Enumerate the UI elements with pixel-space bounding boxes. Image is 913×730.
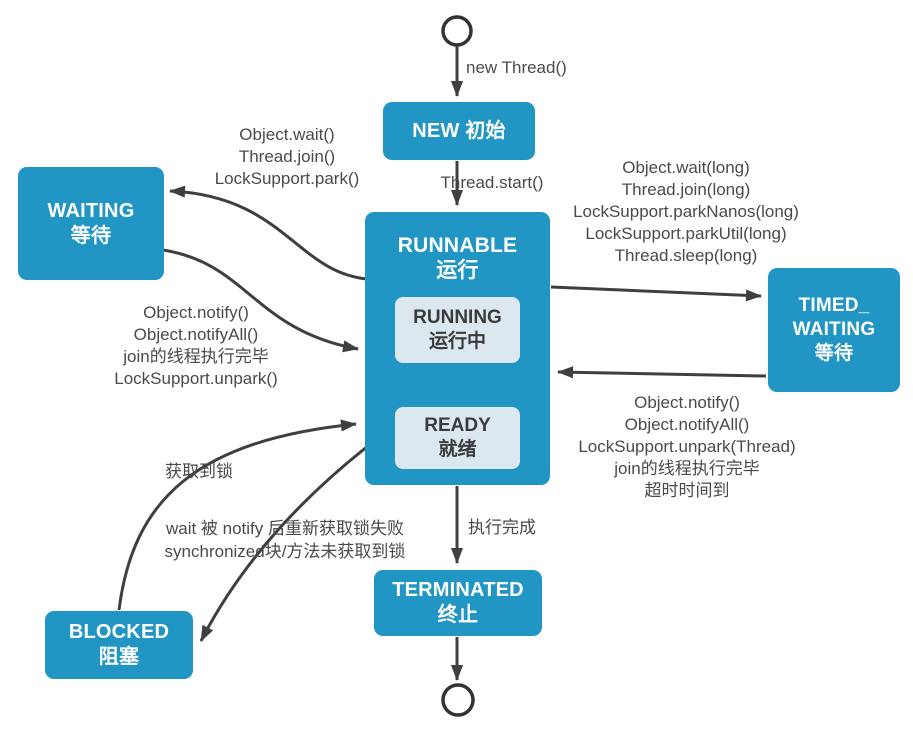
edge-timed-waiting-to-runnable (557, 366, 767, 379)
label-line: LockSupport.parkNanos(long) (573, 202, 799, 221)
substate-ready-label-cn: 就绪 (438, 439, 477, 460)
label-line: LockSupport.park() (214, 169, 360, 188)
label-line: Thread.sleep(long) (614, 246, 758, 265)
label-line: 超时时间到 (644, 481, 730, 500)
substate-running-label-cn: 运行中 (428, 331, 486, 352)
label-line: Thread.join(long) (621, 180, 751, 199)
substate-running: RUNNING 运行中 (395, 297, 520, 363)
label-line: Thread.join() (238, 147, 336, 166)
label-runnable-to-waiting: Object.wait() Thread.join() LockSupport.… (167, 124, 407, 190)
label-thread-start: Thread.start() (440, 173, 544, 192)
state-blocked-label-cn: 阻塞 (98, 646, 140, 668)
label-timed-waiting-to-runnable: Object.notify() Object.notifyAll() LockS… (546, 392, 828, 502)
label-line: Object.notify() (143, 303, 249, 322)
label-runnable-to-terminated: 执行完成 (468, 518, 536, 537)
state-blocked: BLOCKED 阻塞 (45, 611, 193, 679)
state-runnable-label: RUNNABLE (397, 234, 518, 257)
state-new: NEW 初始 (383, 102, 535, 160)
state-timed-waiting-label-cn: 等待 (814, 343, 854, 364)
edge-waiting-to-runnable (162, 248, 359, 353)
label-line: wait 被 notify 后重新获取锁失败 (165, 519, 405, 538)
end-state-circle (441, 683, 475, 717)
label-line: LockSupport.parkUtil(long) (585, 224, 787, 243)
label-line: LockSupport.unpark(Thread) (578, 437, 796, 456)
label-blocked-to-runnable: 获取到锁 (165, 462, 233, 481)
start-state-circle (441, 15, 473, 47)
substate-running-label: RUNNING (413, 307, 502, 328)
state-timed-waiting: TIMED_ WAITING 等待 (768, 268, 900, 392)
label-new-thread: new Thread() (466, 58, 567, 77)
edge-runnable-to-timed-waiting (550, 285, 762, 302)
substate-ready-label: READY (424, 415, 491, 436)
label-runnable-to-blocked: wait 被 notify 后重新获取锁失败 synchronized块/方法未… (135, 517, 435, 563)
substate-ready: READY 就绪 (395, 407, 520, 469)
label-line: Object.notifyAll() (624, 415, 750, 434)
state-waiting: WAITING 等待 (18, 167, 164, 280)
state-new-label: NEW 初始 (412, 119, 506, 142)
state-runnable-label-cn: 运行 (436, 259, 479, 282)
label-line: Object.notify() (634, 393, 740, 412)
state-waiting-label-cn: 等待 (70, 224, 112, 247)
label-line: Object.notifyAll() (133, 325, 259, 344)
state-terminated-label: TERMINATED (392, 579, 524, 601)
state-terminated-label-cn: 终止 (437, 604, 479, 626)
state-blocked-label: BLOCKED (68, 621, 170, 643)
label-line: join的线程执行完毕 (614, 459, 760, 478)
label-line: LockSupport.unpark() (114, 369, 278, 388)
label-runnable-to-timed-waiting: Object.wait(long) Thread.join(long) Lock… (545, 157, 827, 267)
edge-runnable-to-blocked (199, 444, 369, 642)
edge-blocked-to-runnable (117, 419, 357, 611)
label-line: Object.wait(long) (622, 158, 750, 177)
state-timed-waiting-label1: TIMED_ (798, 295, 870, 316)
state-waiting-label: WAITING (47, 199, 135, 222)
label-line: synchronized块/方法未获取到锁 (164, 542, 406, 561)
label-line: Object.wait() (239, 125, 335, 144)
label-waiting-to-runnable: Object.notify() Object.notifyAll() join的… (76, 302, 316, 390)
state-timed-waiting-label2: WAITING (792, 319, 876, 340)
state-terminated: TERMINATED 终止 (374, 570, 542, 636)
edge-runnable-to-waiting (169, 185, 368, 281)
label-line: join的线程执行完毕 (123, 347, 269, 366)
